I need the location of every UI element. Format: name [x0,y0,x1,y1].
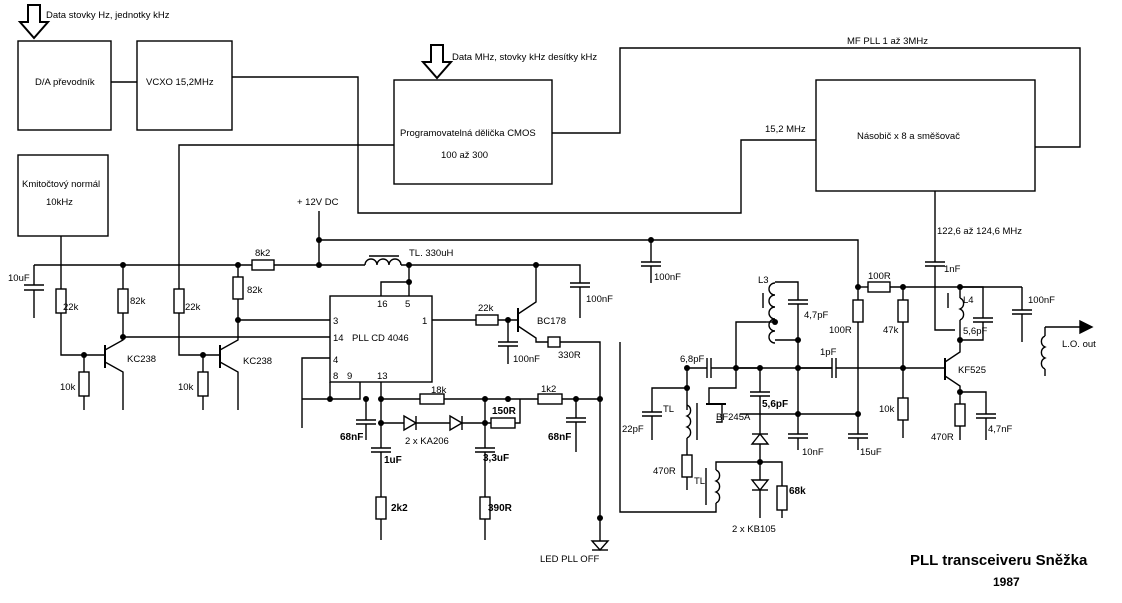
r-82k-b-label: 82k [247,285,263,296]
c-5-6pf-b-label: 5,6pF [963,326,987,337]
pin-4: 4 [333,355,338,366]
c-100nf-rail-label: 100nF [654,272,681,283]
label-12v: + 12V DC [297,197,339,208]
tl-a-label: TL [663,404,674,415]
q-bf245a-label: BF245A [716,412,751,423]
c-1nf-label: 1nF [944,264,961,275]
r-22k-a-label: 22k [63,302,79,313]
r-8k2-label: 8k2 [255,248,270,259]
block-vcxo-label: VCXO 15,2MHz [146,77,214,88]
label-mf-pll: MF PLL 1 až 3MHz [847,36,928,47]
q-kf525-label: KF525 [958,365,986,376]
block-da-converter [17,40,112,131]
label-led-pll-off: LED PLL OFF [540,554,600,565]
block-multiplier-mixer [815,79,1036,192]
c-22pf-label: 22pF [622,424,644,435]
stage-bc178 [432,265,561,364]
r-100r-a-label: 100R [829,325,852,336]
q-kc238-b-label: KC238 [243,356,272,367]
tl-b-label: TL [694,476,705,487]
r-2k2-label: 2k2 [391,503,408,514]
block-divider [393,79,553,185]
pin-5: 5 [405,299,410,310]
c-10nf-label: 10nF [802,447,824,458]
label-data-hz: Data stovky Hz, jednotky kHz [46,10,170,21]
r-150r-label: 150R [492,406,517,417]
pin-9: 9 [347,371,352,382]
c-3-3uf-label: 3,3uF [483,453,509,464]
r-100r-b-label: 100R [868,271,891,282]
block-vcxo [136,40,233,131]
r-68k-label: 68k [789,486,806,497]
pin-1: 1 [422,316,427,327]
block-divider-label-2: 100 až 300 [441,150,488,161]
l4-label: L4 [963,295,974,306]
q-kc238-a-label: KC238 [127,354,156,365]
pin-16: 16 [377,299,388,310]
r-10k-a-label: 10k [60,382,76,393]
ic-pll-label: PLL CD 4046 [352,333,409,344]
r-470r-b-label: 470R [931,432,954,443]
label-15-2mhz: 15,2 MHz [765,124,806,135]
c-10uf-label: 10uF [8,273,30,284]
label-lo-out: L.O. out [1062,339,1096,350]
c-6-8pf-label: 6,8pF [680,354,704,365]
vco-section [619,281,945,518]
block-reference-label-2: 10kHz [46,197,73,208]
d-ka206-label: 2 x KA206 [405,436,449,447]
c-100nf-c-label: 100nF [513,354,540,365]
rail-265 [34,255,590,318]
r-10k-c-label: 10k [879,404,895,415]
label-data-mhz: Data MHz, stovky kHz desítky kHz [452,52,597,63]
r-47k-label: 47k [883,325,899,336]
block-reference [17,154,109,237]
r-1k2-label: 1k2 [541,384,556,395]
pin-14: 14 [333,333,344,344]
r-470r-a-label: 470R [653,466,676,477]
c-4-7pf-a-label: 4,7pF [804,310,828,321]
r-22k-b-label: 22k [185,302,201,313]
stage-kc238-b [173,265,330,410]
data-arrow-hz [17,4,51,40]
r-10k-b-label: 10k [178,382,194,393]
label-out-range: 122,6 až 124,6 MHz [937,226,1022,237]
r-22k-c-label: 22k [478,303,494,314]
ic-pll-cd4046 [329,295,433,383]
r-18k-label: 18k [431,385,447,396]
pin-8: 8 [333,371,338,382]
block-reference-label-1: Kmitočtový normál [22,179,100,190]
output-amp [855,191,1094,440]
ic-wires [301,265,610,552]
block-divider-label-1: Programovatelná dělička CMOS [400,128,536,139]
c-1uf-label: 1uF [384,455,402,466]
block-da-label: D/A převodník [35,77,95,88]
d-kb105-label: 2 x KB105 [732,524,776,535]
c-68nf-a-label: 68nF [340,432,363,443]
schematic-title: PLL transceiveru Sněžka [910,552,1088,569]
c-5-6pf-a-label: 5,6pF [762,399,788,410]
block-wires [60,47,1081,300]
c-1pf-label: 1pF [820,347,837,358]
stage-kc238-a [55,265,330,410]
block-multiplier-label: Násobič x 8 a směšovač [857,131,960,142]
c-15uf-label: 15uF [860,447,882,458]
r-330r-label: 330R [558,350,581,361]
r-390r-label: 390R [488,503,513,514]
c-10uf [24,265,44,318]
data-arrow-mhz [420,44,454,80]
c-100nf-d-label: 100nF [1028,295,1055,306]
c-100nf-a-label: 100nF [586,294,613,305]
l3-label: L3 [758,275,769,286]
pin-3: 3 [333,316,338,327]
q-bc178-label: BC178 [537,316,566,327]
c-4-7nf-label: 4,7nF [988,424,1012,435]
l-330uh-label: TL. 330uH [409,248,453,259]
schematic-year: 1987 [993,575,1020,589]
c-68nf-b-label: 68nF [548,432,571,443]
r-82k-a-label: 82k [130,296,146,307]
pin-13: 13 [377,371,388,382]
